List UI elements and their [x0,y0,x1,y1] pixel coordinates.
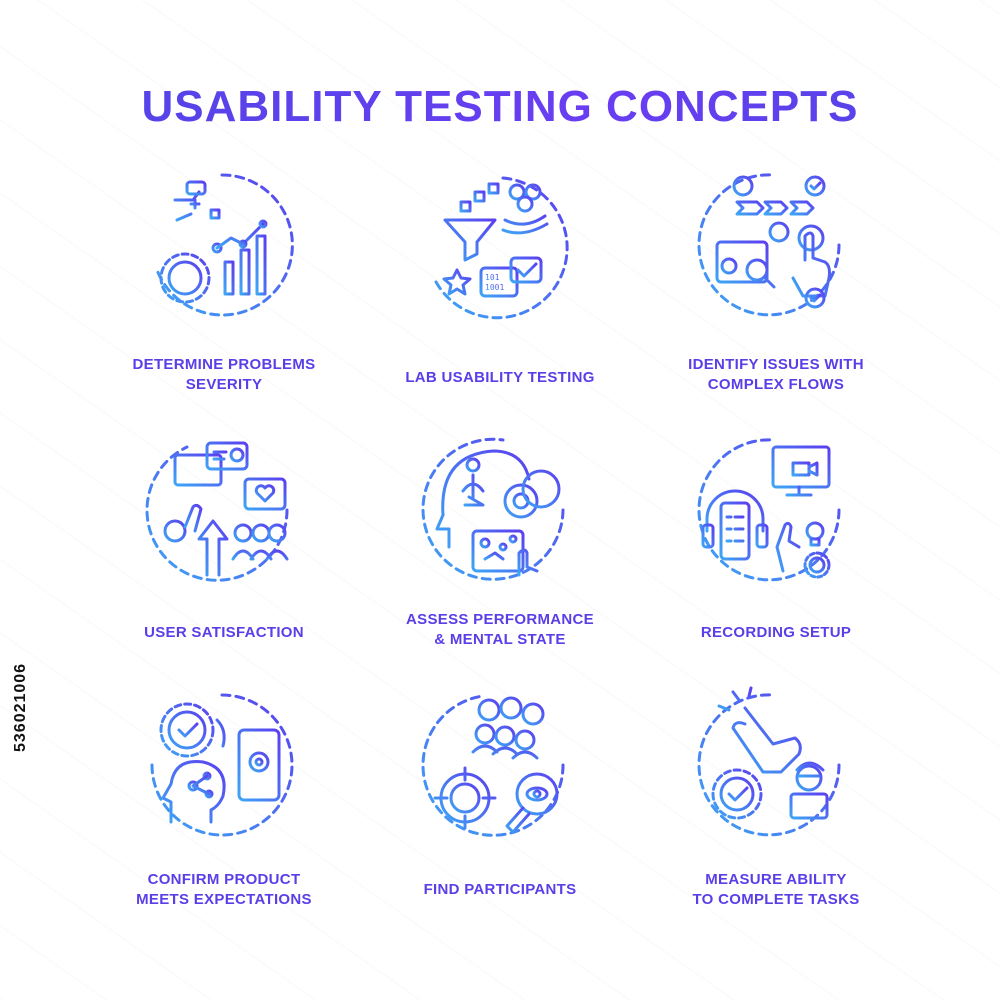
concept-label: LAB USABILITY TESTING [405,369,595,386]
concept-user-satisfaction: USER SATISFACTION [74,435,374,695]
participants-search-icon [421,694,565,837]
concept-confirm-product-meets-expectations: CONFIRM PRODUCT MEETS EXPECTATIONS [74,690,374,950]
concept-label: FIND PARTICIPANTS [423,881,577,898]
severity-chart-icon [155,173,294,317]
product-check-icon [150,693,294,837]
stock-id-text: 536021006 [12,662,29,752]
concept-label: ASSESS PERFORMANCE & MENTAL STATE [406,611,594,648]
concept-assess-performance-mental-state: ASSESS PERFORMANCE & MENTAL STATE [350,435,650,695]
satisfaction-icon [145,441,289,582]
svg-text:1001: 1001 [485,283,504,292]
concept-recording-setup: RECORDING SETUP [626,435,926,695]
recording-icon [697,438,841,582]
concept-label: CONFIRM PRODUCT MEETS EXPECTATIONS [136,871,312,908]
flow-steps-icon [697,173,841,317]
task-completion-icon [697,686,841,837]
concept-label: MEASURE ABILITY TO COMPLETE TASKS [692,871,860,908]
page-title: USABILITY TESTING CONCEPTS [0,82,1000,132]
funnel-testing-icon: 101 1001 [433,176,569,320]
concept-find-participants: FIND PARTICIPANTS [350,690,650,950]
concept-identify-issues-complex-flows: IDENTIFY ISSUES WITH COMPLEX FLOWS [626,170,926,430]
svg-text:101: 101 [485,273,500,282]
concept-label: RECORDING SETUP [700,624,852,641]
concept-label: IDENTIFY ISSUES WITH COMPLEX FLOWS [688,356,864,393]
mental-state-icon [421,437,565,581]
concept-label: USER SATISFACTION [144,624,304,641]
concept-determine-problems-severity: DETERMINE PROBLEMS SEVERITY [74,170,374,430]
concept-lab-usability-testing: 101 1001 LAB USABILITY TESTING [350,170,650,430]
concept-measure-ability-to-complete-tasks: MEASURE ABILITY TO COMPLETE TASKS [626,686,926,950]
concept-label: DETERMINE PROBLEMS SEVERITY [132,356,316,393]
